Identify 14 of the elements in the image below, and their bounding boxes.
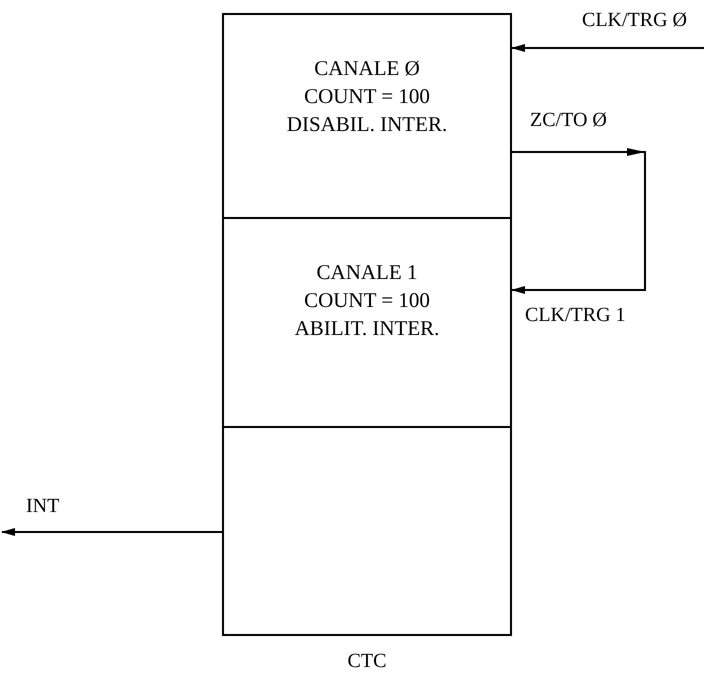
- signal-label: ZC/TO Ø: [530, 108, 607, 132]
- channel-section: [222, 217, 512, 428]
- channel-text: COUNT = 100: [304, 287, 430, 313]
- channel-text: DISABIL. INTER.: [286, 111, 448, 137]
- block-caption: CTC: [346, 651, 388, 671]
- channel-text: ABILIT. INTER.: [294, 315, 440, 341]
- channel-text: CANALE Ø: [314, 55, 420, 81]
- signal-label: CLK/TRG Ø: [582, 8, 687, 32]
- signal-label: INT: [26, 494, 60, 518]
- channel-text: COUNT = 100: [304, 83, 430, 109]
- empty-section: [222, 426, 512, 636]
- channel-text: CANALE 1: [316, 259, 418, 285]
- channel-section: [222, 13, 512, 219]
- signal-label: CLK/TRG 1: [525, 303, 626, 327]
